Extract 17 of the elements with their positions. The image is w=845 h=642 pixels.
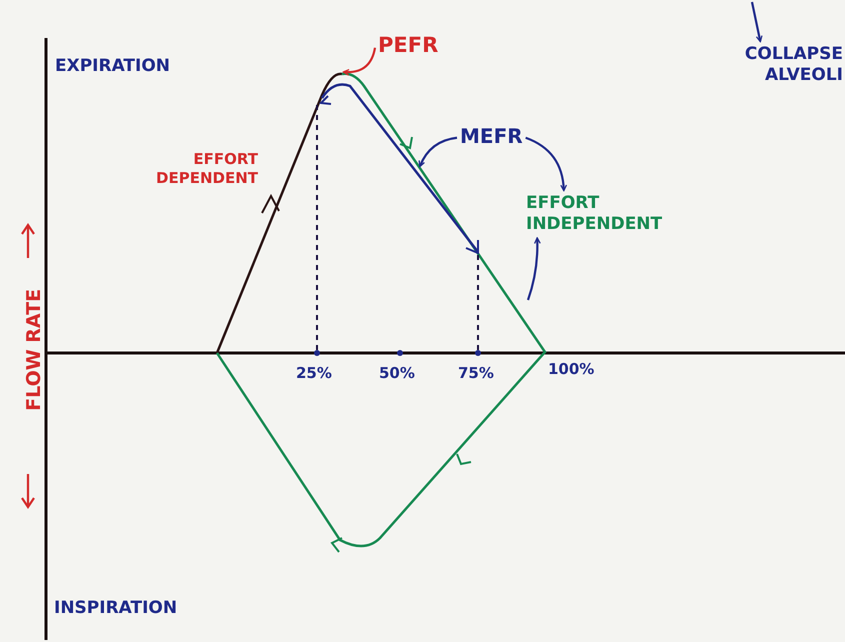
- annotation-label: COLLAPSE ALVEOLI: [705, 44, 843, 86]
- tick-label: 75%: [458, 364, 494, 383]
- tick-label: 100%: [548, 360, 594, 379]
- arrow: [418, 136, 458, 168]
- axis-label: FLOW RATE: [23, 288, 46, 411]
- axis-label: INSPIRATION: [54, 598, 178, 620]
- axis-label: EXPIRATION: [55, 56, 170, 78]
- tick-label: 50%: [379, 364, 415, 383]
- annotation-label: PEFR: [378, 32, 438, 58]
- arrow: [342, 48, 376, 76]
- annotation-label: MEFR: [460, 124, 523, 149]
- annotation-label: EFFORT DEPENDENT: [155, 150, 258, 188]
- arrow: [525, 136, 567, 192]
- arrow: [526, 237, 541, 300]
- tick-label: 25%: [296, 364, 332, 383]
- annotation-label: EFFORT INDEPENDENT: [526, 193, 666, 236]
- arrow: [750, 2, 763, 42]
